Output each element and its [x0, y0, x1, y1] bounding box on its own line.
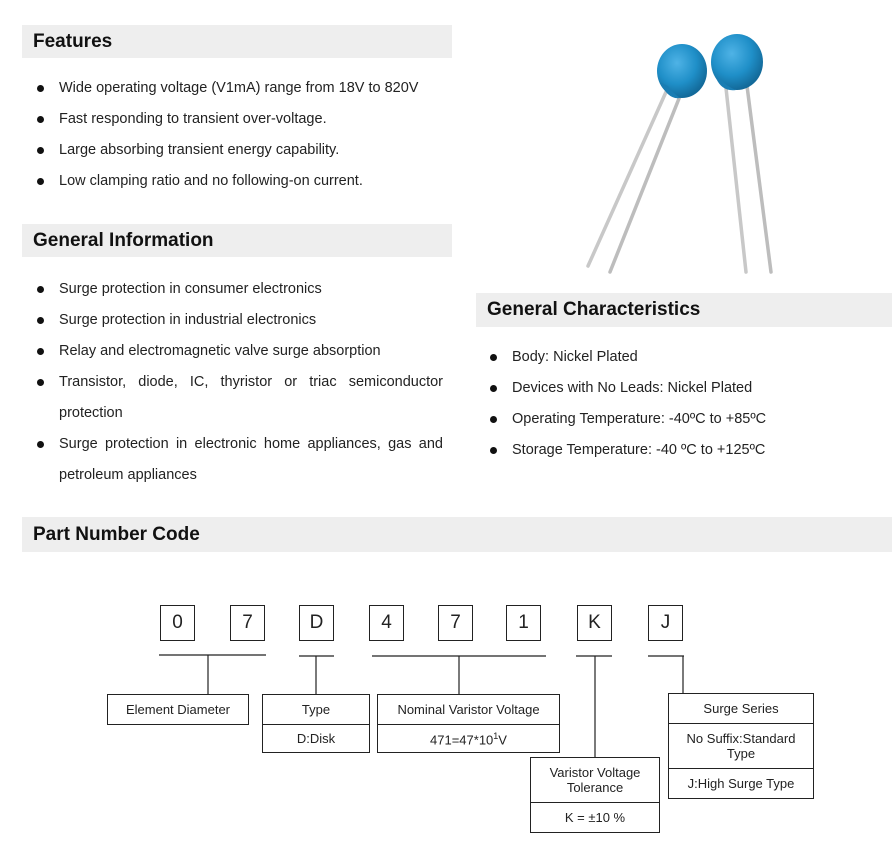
list-item: Surge protection in consumer electronics: [33, 274, 443, 305]
part-number-code-title: Part Number Code: [33, 523, 200, 545]
list-item: Relay and electromagnetic valve surge ab…: [33, 336, 443, 367]
surge-standard-value: No Suffix:Standard Type: [686, 731, 796, 761]
features-list: Wide operating voltage (V1mA) range from…: [33, 73, 453, 197]
nominal-voltage-value: 471=47*101V: [430, 729, 507, 747]
element-diameter-box: Element Diameter: [107, 694, 249, 725]
surge-standard-box: No Suffix:Standard Type: [668, 724, 814, 769]
part-code-digit: 0: [160, 605, 195, 641]
element-diameter-label: Element Diameter: [125, 702, 231, 717]
type-value-box: D:Disk: [262, 725, 370, 753]
general-information-list: Surge protection in consumer electronics…: [33, 274, 443, 491]
list-item: Transistor, diode, IC, thyristor or tria…: [33, 367, 443, 429]
part-code-digit: D: [299, 605, 334, 641]
surge-series-label-box: Surge Series: [668, 693, 814, 724]
tolerance-value-box: K = ±10 %: [530, 803, 660, 833]
tolerance-value: K = ±10 %: [564, 810, 626, 825]
part-code-digit: J: [648, 605, 683, 641]
nominal-voltage-base: 471=47*10: [430, 732, 494, 748]
part-code-digit: 7: [230, 605, 265, 641]
list-item: Devices with No Leads: Nickel Plated: [486, 373, 886, 404]
features-heading: Features: [22, 25, 452, 58]
type-value: D:Disk: [296, 731, 336, 746]
surge-series-label: Surge Series: [703, 701, 779, 716]
nominal-voltage-unit: V: [498, 732, 507, 748]
nominal-voltage-exponent: 1: [493, 731, 499, 742]
features-title: Features: [33, 30, 113, 52]
nominal-voltage-label-box: Nominal Varistor Voltage: [377, 694, 560, 725]
general-characteristics-title: General Characteristics: [487, 299, 701, 320]
tolerance-label: Varistor Voltage Tolerance: [549, 765, 641, 795]
tolerance-label-box: Varistor Voltage Tolerance: [530, 757, 660, 803]
list-item: Low clamping ratio and no following-on c…: [33, 166, 453, 197]
type-label: Type: [301, 702, 331, 717]
surge-high-box: J:High Surge Type: [668, 769, 814, 799]
list-item: Storage Temperature: -40 ºC to +125ºC: [486, 435, 886, 466]
list-item: Surge protection in electronic home appl…: [33, 429, 443, 491]
surge-high-value: J:High Surge Type: [687, 776, 795, 791]
part-code-digit: 1: [506, 605, 541, 641]
part-code-digit: K: [577, 605, 612, 641]
list-item: Surge protection in industrial electroni…: [33, 305, 443, 336]
list-item: Wide operating voltage (V1mA) range from…: [33, 73, 453, 104]
general-information-title: General Information: [33, 229, 214, 251]
general-characteristics-heading: General Characteristics: [476, 293, 892, 327]
type-label-box: Type: [262, 694, 370, 725]
nominal-voltage-value-box: 471=47*101V: [377, 725, 560, 753]
nominal-voltage-label: Nominal Varistor Voltage: [397, 702, 540, 717]
part-code-digit: 4: [369, 605, 404, 641]
list-item: Operating Temperature: -40ºC to +85ºC: [486, 404, 886, 435]
list-item: Fast responding to transient over-voltag…: [33, 104, 453, 135]
list-item: Body: Nickel Plated: [486, 342, 886, 373]
part-code-digit: 7: [438, 605, 473, 641]
list-item: Large absorbing transient energy capabil…: [33, 135, 453, 166]
general-characteristics-list: Body: Nickel Plated Devices with No Lead…: [486, 342, 886, 466]
part-number-code-heading: Part Number Code: [22, 517, 892, 552]
general-information-heading: General Information: [22, 224, 452, 257]
